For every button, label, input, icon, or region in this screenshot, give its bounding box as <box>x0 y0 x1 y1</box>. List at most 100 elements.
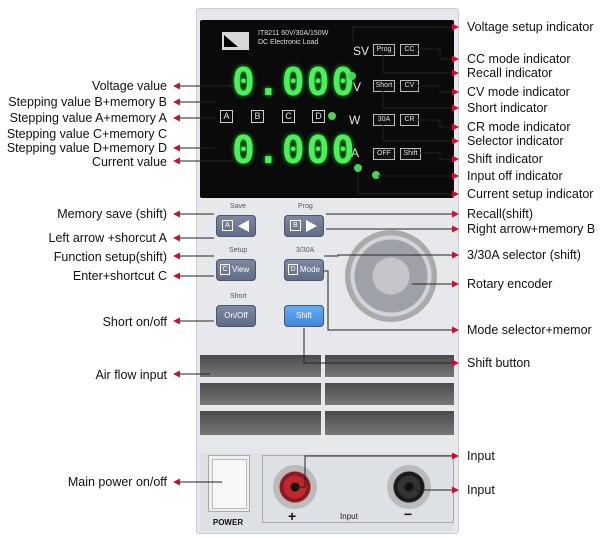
current-setup-led <box>354 164 362 172</box>
label-function-setup: Function setup(shift) <box>53 250 167 264</box>
30a-indicator: 30A <box>373 114 395 126</box>
label-recall-indicator: Recall indicator <box>467 66 553 80</box>
air-vent-slot <box>325 411 454 435</box>
left-arrow-icon <box>238 220 249 232</box>
label-right-arrow: Right arrow+memory B <box>467 222 596 236</box>
callout-cv-mode <box>418 85 459 96</box>
label-current-setup: Current setup indicator <box>467 187 594 201</box>
view-button[interactable]: C View <box>216 259 256 281</box>
label-stepping-b: Stepping value B+memory B <box>8 95 167 109</box>
v-unit-label: V <box>353 80 362 94</box>
on-off-label: On/Off <box>224 311 248 320</box>
on-off-button[interactable]: On/Off <box>216 305 256 327</box>
shift-indicator: Shift <box>400 148 421 160</box>
cc-indicator: CC <box>400 44 419 56</box>
view-label: View <box>232 265 250 274</box>
label-stepping-c: Stepping value C+memory C <box>6 127 167 141</box>
callout-shift-ind <box>420 152 459 163</box>
key-b-label: B <box>290 220 301 231</box>
callout-shift-button <box>303 328 459 367</box>
callout-selector <box>382 125 459 145</box>
mode-label: Mode <box>300 265 321 274</box>
selector-led <box>328 112 336 120</box>
label-recall-shift: Recall(shift) <box>467 207 533 221</box>
air-vent-slot <box>200 383 321 405</box>
a-unit-label: A <box>351 146 360 160</box>
short-indicator: Short <box>373 80 395 92</box>
label-rotary-encoder: Rotary encoder <box>467 277 553 291</box>
label-short-indicator: Short indicator <box>467 101 548 115</box>
current-readout: 0.000 <box>232 128 357 172</box>
input-off-led <box>372 171 380 179</box>
callout-3-30a <box>324 251 459 259</box>
label-memory-save: Memory save (shift) <box>57 207 167 221</box>
label-current-value: Current value <box>91 155 167 169</box>
label-input-positive: Input <box>467 449 495 463</box>
model-label: IT8211 60V/30A/150W <box>258 30 329 37</box>
label-shift-button: Shift button <box>467 356 531 370</box>
label-voltage-setup: Voltage setup indicator <box>467 20 594 34</box>
label-enter: Enter+shortcut C <box>72 269 167 283</box>
label-cr-mode: CR mode indicator <box>467 120 571 134</box>
voltage-led <box>348 72 356 80</box>
minus-sign: − <box>404 506 413 522</box>
off-indicator: OFF <box>373 148 395 160</box>
label-mode-selector: Mode selector+memor <box>467 323 592 337</box>
label-short-onoff: Short on/off <box>102 315 167 329</box>
callout-recall <box>382 55 459 77</box>
label-stepping-d: Stepping value D+memory D <box>6 141 167 155</box>
left-arrow-button[interactable]: A <box>216 215 256 237</box>
label-cc-mode: CC mode indicator <box>467 52 571 66</box>
model-subtitle: DC Electronic Load <box>258 39 319 46</box>
power-switch[interactable] <box>208 455 250 512</box>
rotary-encoder[interactable] <box>345 230 437 322</box>
label-input-off: Input off indicator <box>467 169 563 183</box>
air-vent-slot <box>325 355 454 377</box>
w-unit-label: W <box>349 113 361 127</box>
callout-voltage-setup <box>352 23 459 42</box>
label-selector: Selector indicator <box>467 134 564 148</box>
short-caption: Short <box>230 293 247 300</box>
label-air-flow: Air flow input <box>95 368 167 382</box>
label-voltage-value: Voltage value <box>91 79 167 93</box>
power-label: POWER <box>212 518 244 527</box>
memory-key-d: D <box>312 110 325 123</box>
label-cv-mode: CV mode indicator <box>467 85 570 99</box>
brand-logo-icon <box>222 32 249 50</box>
callout-cc-mode <box>418 48 459 63</box>
callout-input-plus <box>295 452 459 488</box>
callout-current-setup <box>357 172 459 198</box>
air-vent-slot <box>200 355 321 377</box>
setup-caption: Setup <box>229 247 248 254</box>
memory-key-c: C <box>282 110 295 123</box>
key-a-label: A <box>222 220 233 231</box>
3-30a-caption: 3/30A <box>296 247 315 254</box>
prog-caption: Prog <box>298 203 313 210</box>
callout-cr-mode <box>418 119 459 131</box>
shift-label: Shift <box>295 311 312 320</box>
right-arrow-icon <box>306 220 317 232</box>
memory-key-a: A <box>220 110 233 123</box>
label-left-arrow: Left arrow +shorcut A <box>48 231 167 245</box>
label-input-negative: Input <box>467 483 495 497</box>
shift-button[interactable]: Shift <box>284 305 324 327</box>
air-vent-slot <box>200 411 321 435</box>
plus-sign: + <box>288 508 297 524</box>
callout-short <box>382 91 459 112</box>
key-d-label: D <box>288 264 298 275</box>
callout-mode-selector <box>324 270 459 334</box>
sv-unit-label: SV <box>353 44 370 58</box>
memory-key-b: B <box>251 110 264 123</box>
save-caption: Save <box>230 203 246 210</box>
label-3-30a-selector: 3/30A selector (shift) <box>467 248 581 262</box>
right-arrow-button[interactable]: B <box>284 215 324 237</box>
air-vent-slot <box>325 383 454 405</box>
input-caption: Input <box>340 512 358 521</box>
prog-indicator: Prog <box>373 44 395 56</box>
voltage-readout: 0.000 <box>232 60 357 104</box>
negative-terminal <box>387 465 431 509</box>
label-stepping-a: Stepping value A+memory A <box>9 111 167 125</box>
mode-button[interactable]: D Mode <box>284 259 324 281</box>
